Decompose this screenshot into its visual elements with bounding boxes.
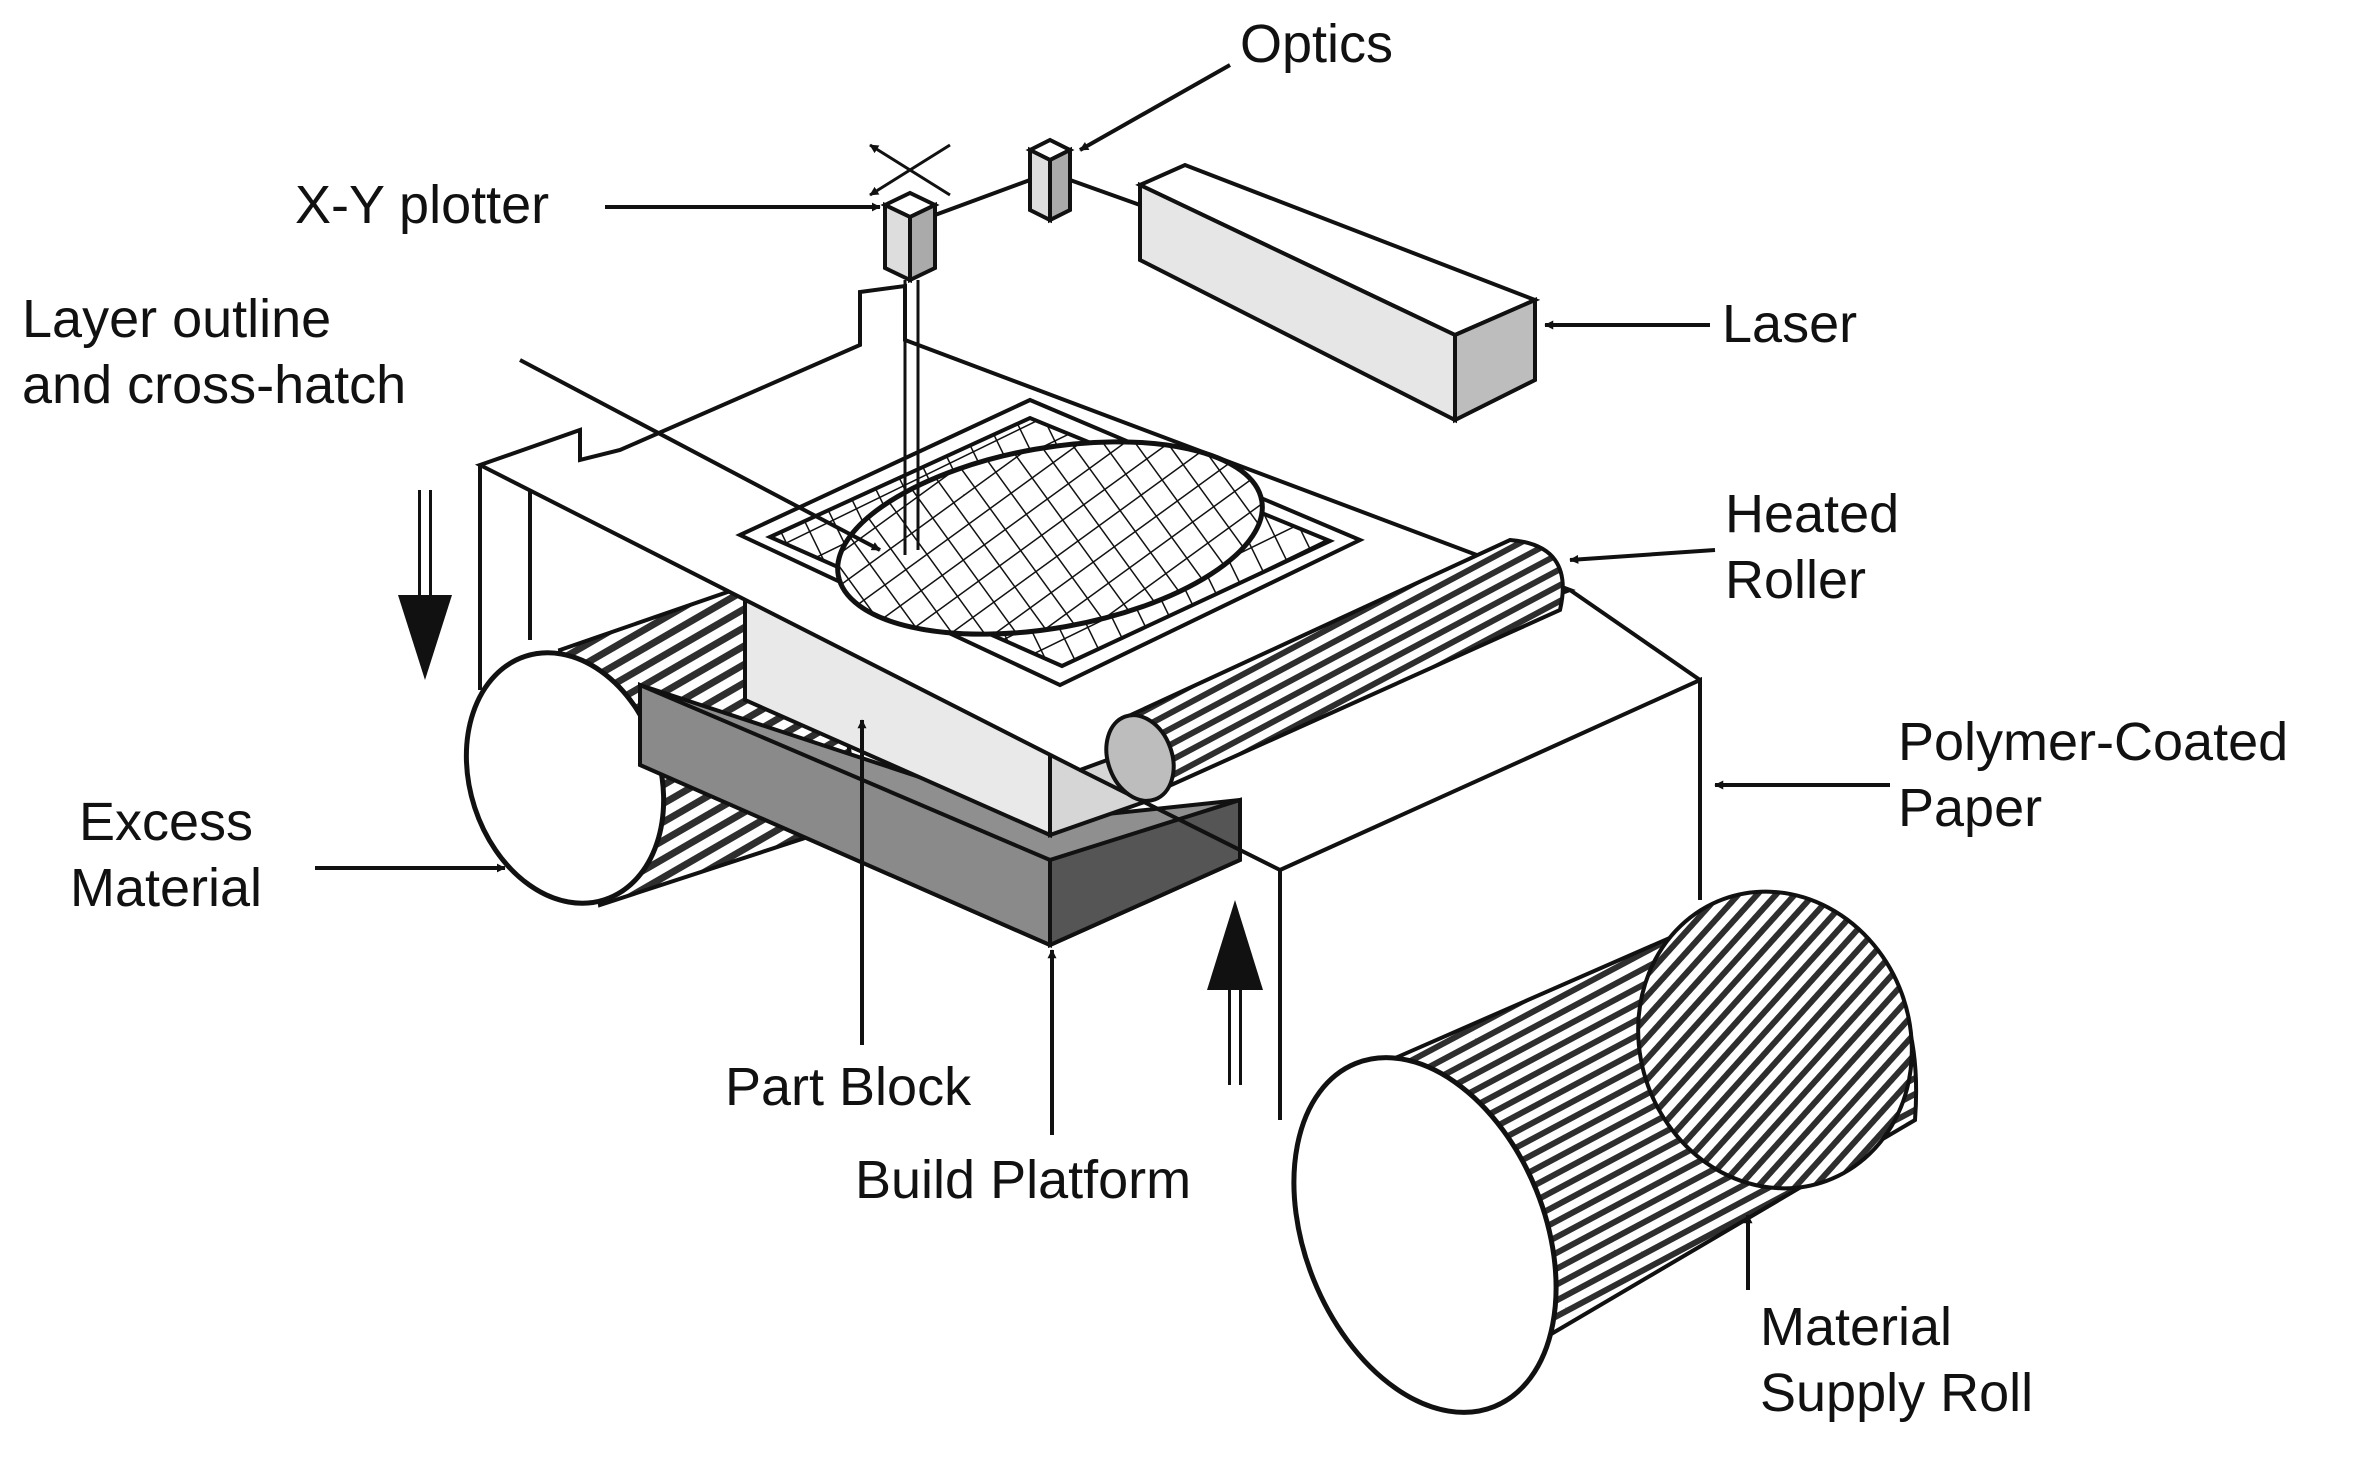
optics-unit: [1025, 137, 1075, 224]
optics-label: Optics: [1240, 14, 1394, 74]
part-block-label: Part Block: [725, 1057, 972, 1117]
laser-beam: [903, 178, 1141, 555]
heated-roller: [1104, 537, 1565, 803]
heated-roller-arrow: [1569, 548, 1716, 564]
heated-roller-label: Heated Roller: [1725, 484, 1900, 610]
callout-arrows: [315, 63, 1890, 1290]
layer-outline-arrow: [519, 358, 881, 552]
xy-plotter-unit: [870, 145, 954, 284]
up-motion-arrow: [1207, 900, 1263, 1085]
excess-material-label: Excess Material: [70, 792, 263, 918]
laser-unit: [1135, 162, 1541, 424]
layer-outline-cross-hatch: [735, 397, 1365, 688]
laser-label: Laser: [1722, 294, 1858, 354]
optics-arrow: [1079, 63, 1231, 152]
xy-plotter-label: X-Y plotter: [295, 175, 550, 235]
build-platform: [638, 681, 1242, 949]
layer-outline-label: Layer outline and cross-hatch: [22, 289, 407, 415]
down-motion-arrow: [398, 490, 452, 680]
polymer-coated-paper-label: Polymer-Coated Paper: [1898, 712, 2289, 838]
material-supply-roll: [1291, 889, 1919, 1415]
material-supply-roll-label: Material Supply Roll: [1760, 1297, 2034, 1423]
build-platform-label: Build Platform: [855, 1150, 1192, 1210]
